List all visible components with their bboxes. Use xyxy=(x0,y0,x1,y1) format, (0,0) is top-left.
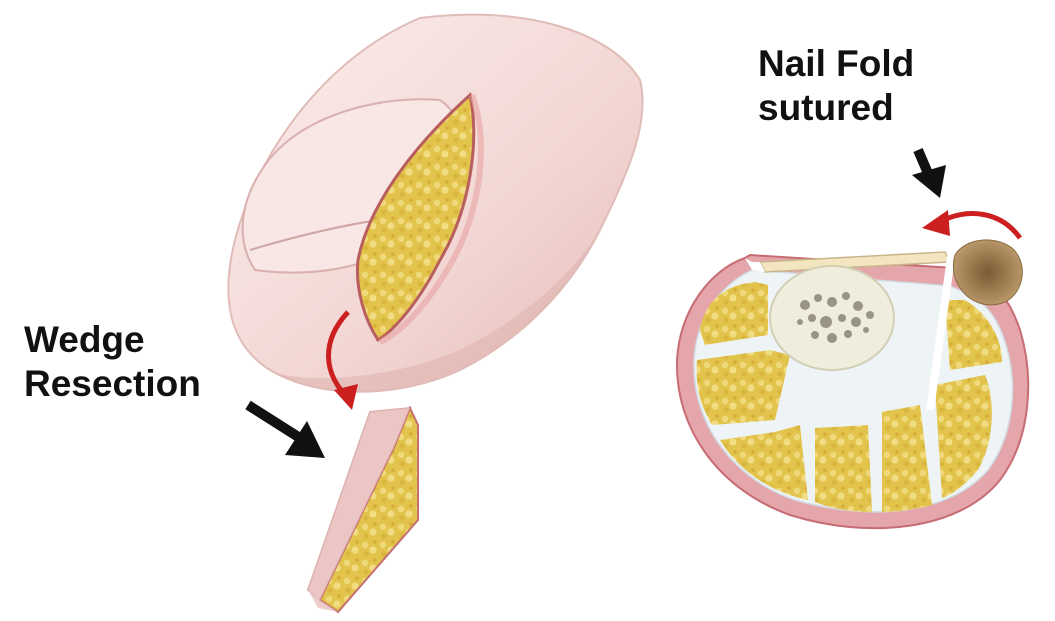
fat-compartment xyxy=(935,375,992,498)
label-nail-line1: Nail Fold xyxy=(758,43,915,84)
red-curved-arrow-right xyxy=(938,211,1023,240)
fat-compartment xyxy=(696,350,790,425)
wedge-piece xyxy=(306,405,419,614)
incision-redness xyxy=(378,93,484,345)
nail-fold-notch xyxy=(745,258,765,272)
black-arrow-wedge xyxy=(245,400,325,458)
nail-fold-tissue xyxy=(952,239,1023,306)
label-wedge-resection: Wedge Resection xyxy=(24,318,201,406)
red-arrow-head-right xyxy=(922,210,950,236)
fat-compartment xyxy=(720,425,808,500)
fat-compartment xyxy=(882,405,932,512)
label-wedge-line2: Resection xyxy=(24,363,201,404)
fat-compartment xyxy=(815,425,872,512)
toe-illustration xyxy=(227,13,644,393)
label-nail-line2: sutured xyxy=(758,87,894,128)
wedge-skin-strip xyxy=(308,408,410,612)
black-arrow-nail-fold xyxy=(912,148,946,198)
label-wedge-line1: Wedge xyxy=(24,319,145,360)
bone xyxy=(769,265,895,371)
label-nail-fold-sutured: Nail Fold sutured xyxy=(758,42,914,130)
incision-wound xyxy=(355,92,476,343)
fat-compartment xyxy=(945,300,1002,370)
toe-shadow xyxy=(270,230,600,392)
red-arrow-head-left xyxy=(334,384,358,410)
excision-gap-edge xyxy=(926,249,956,411)
fat-compartment xyxy=(700,282,768,345)
bone-marrow xyxy=(797,292,874,343)
toe-cross-section xyxy=(675,239,1030,530)
